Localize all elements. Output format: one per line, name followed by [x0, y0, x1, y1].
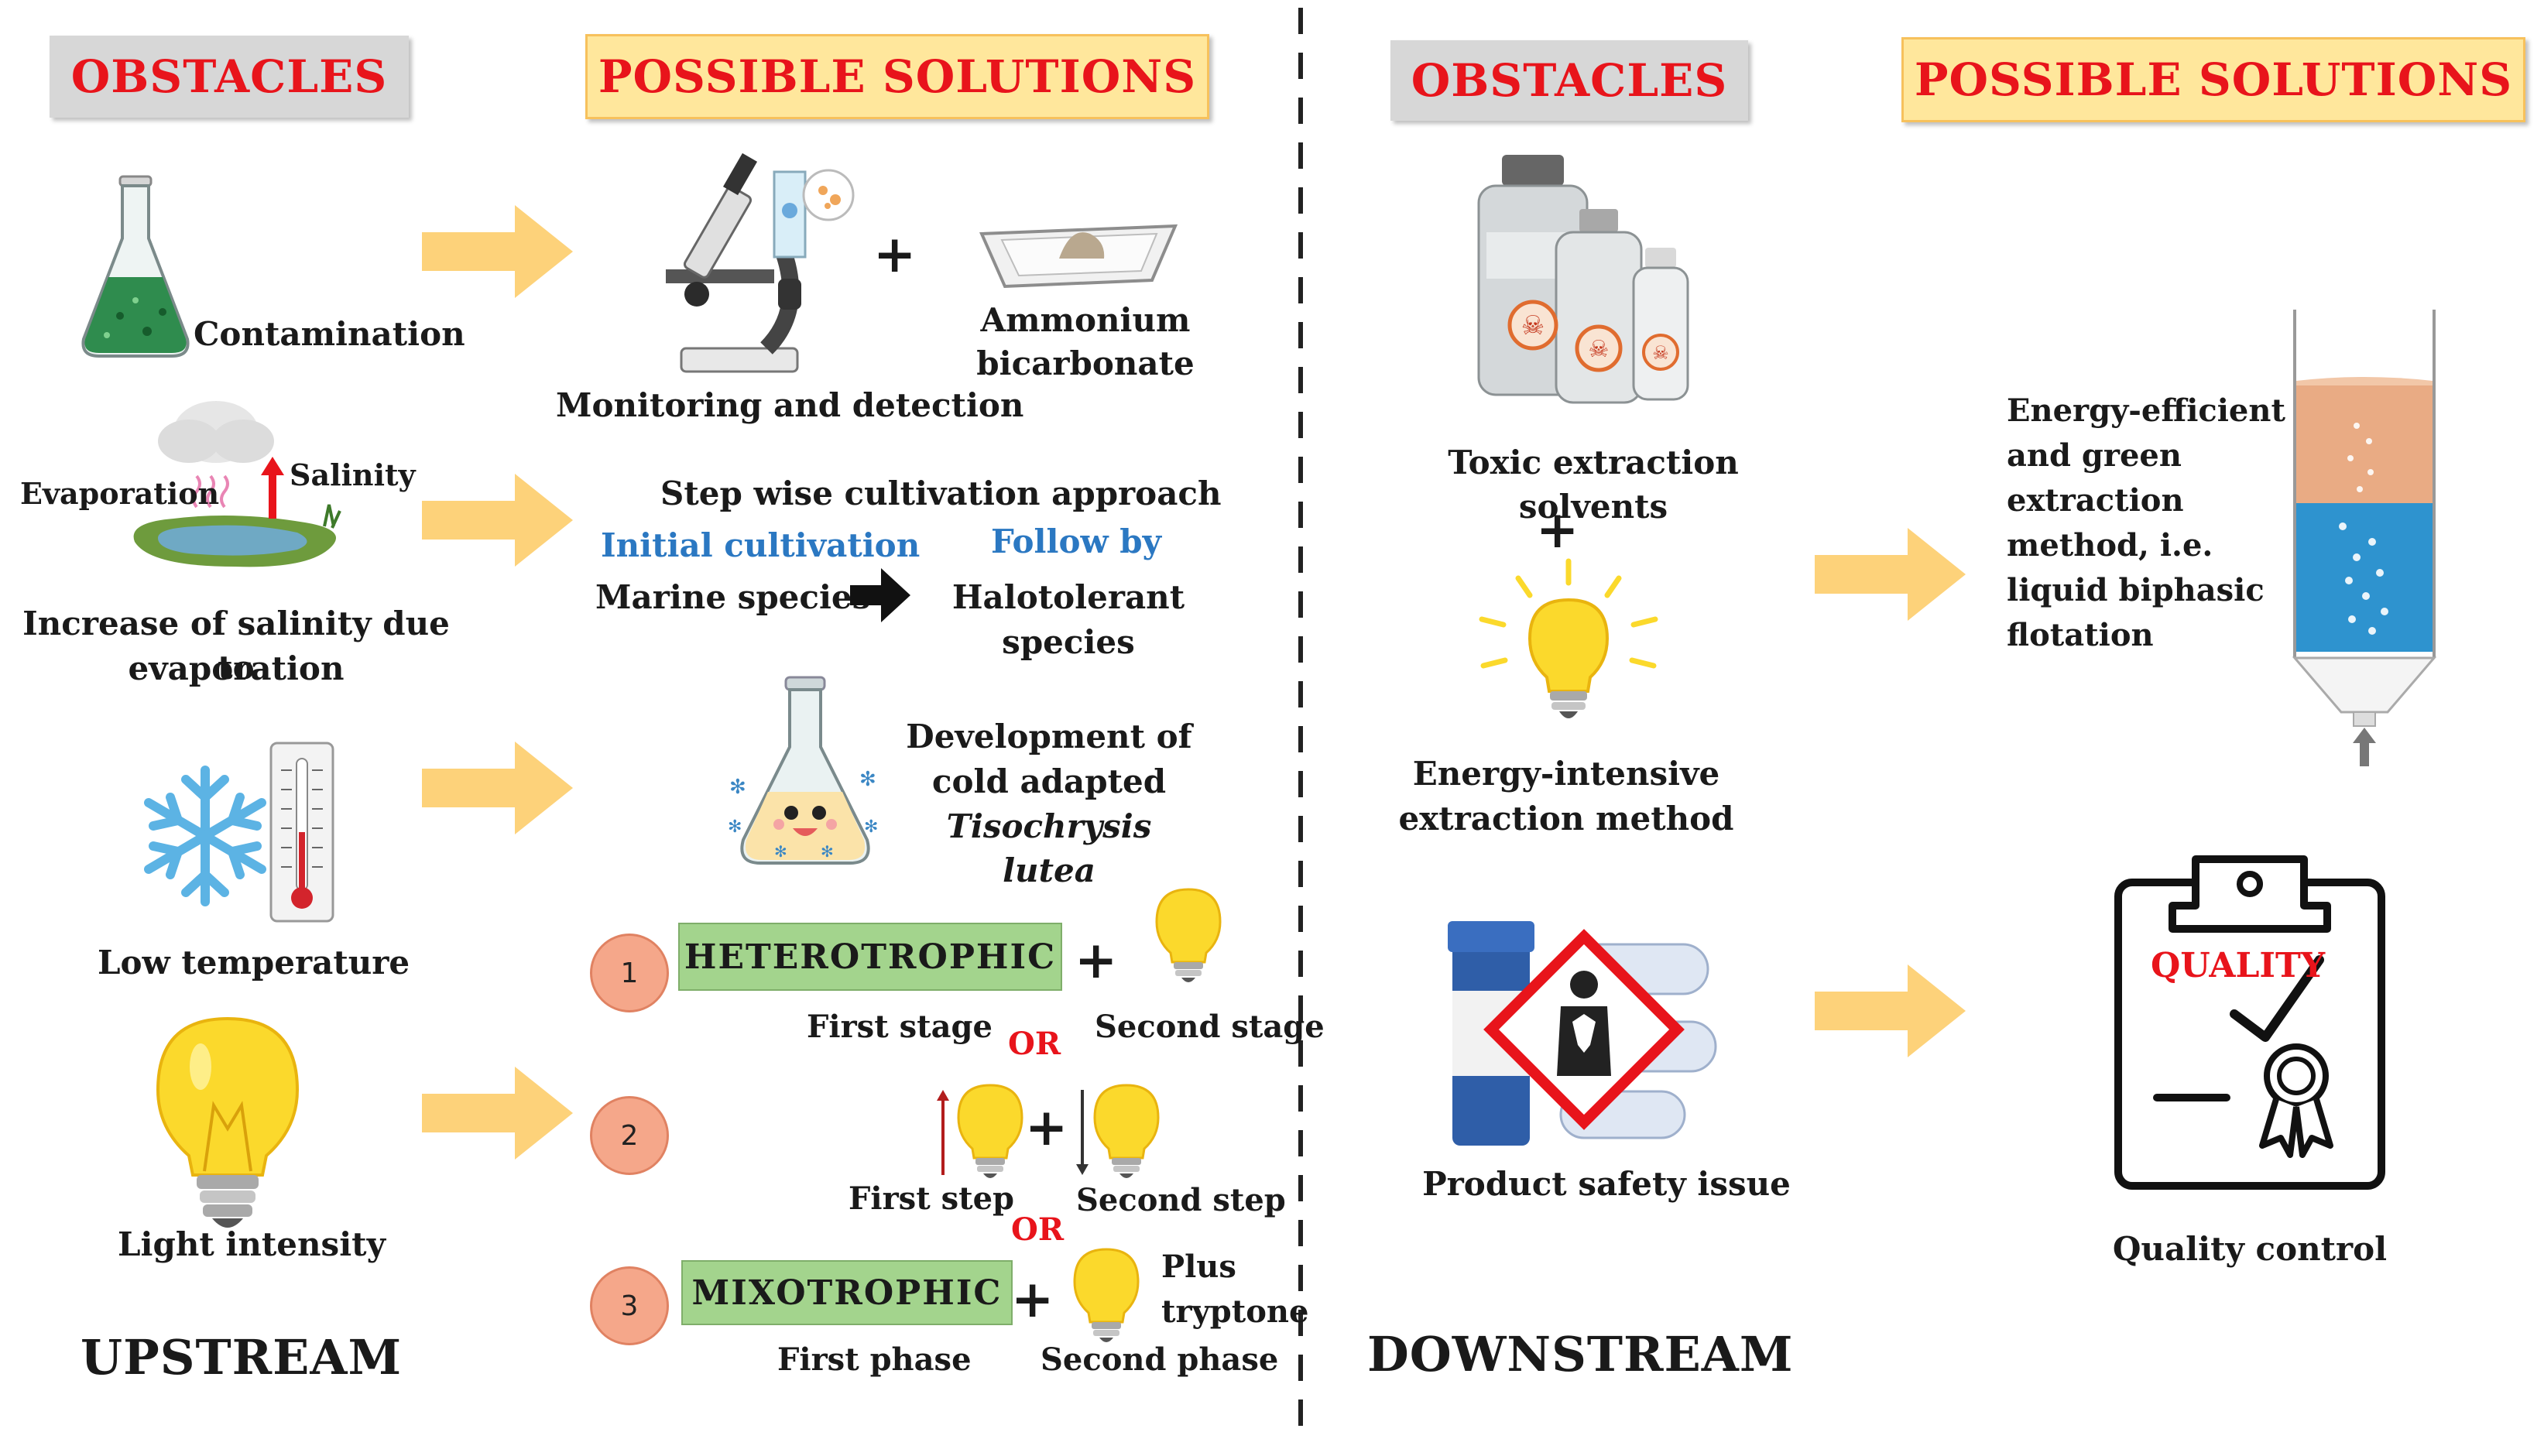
svg-text:✻: ✻	[729, 776, 746, 799]
arrow-icon	[1815, 528, 1966, 621]
medicine-hazard-icon	[1448, 921, 1717, 1146]
halotolerant-label-1: Halotolerant	[951, 578, 1185, 616]
svg-text:☠: ☠	[1521, 310, 1545, 341]
second-phase-label: Second phase	[1041, 1341, 1279, 1378]
pond-evaporation-icon	[133, 401, 341, 567]
salinity-obstacle-line-2: evaporation	[128, 649, 345, 687]
svg-text:☠: ☠	[1589, 336, 1610, 363]
option-number-1: 1	[590, 934, 669, 1012]
small-bulb-icon	[1073, 1248, 1140, 1342]
first-stage-label: First stage	[807, 1009, 993, 1045]
stepwise-title: Step wise cultivation approach	[660, 474, 1222, 512]
glowing-bulb-icon	[1479, 558, 1658, 718]
green-extraction-line-2: and green	[2007, 437, 2182, 474]
green-extraction-line-4: method, i.e.	[2007, 527, 2213, 564]
downstream-section-label: DOWNSTREAM	[1367, 1326, 1794, 1382]
or-label-2: OR	[1011, 1211, 1065, 1248]
quality-control-label: Quality control	[2112, 1230, 2388, 1268]
arrow-icon	[1815, 964, 1966, 1057]
arrow-icon	[422, 742, 573, 834]
plus-tryptone-line-2: tryptone	[1161, 1293, 1309, 1330]
green-extraction-line-1: Energy-efficient	[2007, 392, 2285, 429]
increase-arrow-icon	[937, 1090, 949, 1175]
microscope-icon	[666, 152, 801, 373]
svg-text:✻: ✻	[821, 842, 834, 861]
mixotrophic-box: MIXOTROPHIC	[681, 1260, 1013, 1325]
low-temperature-label: Low temperature	[98, 944, 410, 982]
dish-icon	[979, 224, 1178, 289]
arrow-icon	[422, 474, 573, 567]
cold-adapted-line-1: Development of	[906, 718, 1192, 755]
monitoring-label: Monitoring and detection	[556, 386, 1024, 424]
downstream-solutions-header: POSSIBLE SOLUTIONS	[1901, 37, 2525, 122]
upstream-section-label: UPSTREAM	[81, 1329, 403, 1386]
section-divider	[1298, 8, 1303, 1440]
cold-adapted-line-2: cold adapted	[931, 762, 1167, 800]
energy-intensive-line-1: Energy-intensive	[1412, 755, 1720, 793]
second-step-label: Second step	[1076, 1182, 1286, 1218]
arrow-icon	[422, 205, 573, 298]
plus-sign: +	[1075, 930, 1118, 990]
small-bulb-icon	[1155, 888, 1222, 982]
option-number-2: 2	[590, 1096, 669, 1175]
up-arrow-icon	[261, 457, 284, 519]
svg-text:✻: ✻	[859, 768, 876, 791]
plus-sign: +	[1536, 499, 1579, 560]
marine-species-label: Marine species	[595, 578, 871, 616]
svg-text:✻: ✻	[728, 817, 742, 837]
light-intensity-label: Light intensity	[118, 1225, 386, 1263]
ammonium-label-1: Ammonium	[980, 301, 1191, 339]
green-extraction-line-5: liquid biphasic	[2007, 572, 2265, 608]
arrow-icon	[422, 1067, 573, 1160]
cold-adapted-line-3: Tisochrysis lutea	[946, 807, 1152, 889]
snowflake-icon	[144, 766, 266, 906]
plus-sign: +	[1025, 1097, 1068, 1157]
energy-intensive-line-2: extraction method	[1398, 800, 1734, 838]
plus-sign: +	[1011, 1269, 1054, 1329]
sample-slide-icon	[773, 169, 855, 259]
first-step-label: First step	[849, 1180, 1015, 1217]
salinity-obstacle-line-1: Increase of salinity due to	[22, 605, 450, 687]
solvent-bottles-icon: ☠ ☠ ☠	[1477, 155, 1689, 404]
second-stage-label: Second stage	[1095, 1009, 1325, 1045]
option-number-3: 3	[590, 1266, 669, 1345]
svg-text:✻: ✻	[774, 842, 787, 861]
green-extraction-line-3: extraction	[2007, 482, 2184, 519]
svg-text:☠: ☠	[1652, 342, 1669, 364]
small-bulb-icon	[1093, 1084, 1160, 1178]
or-label-1: OR	[1008, 1026, 1061, 1062]
plus-sign: +	[873, 224, 917, 284]
green-extraction-line-6: flotation	[2007, 617, 2154, 653]
toxic-solvents-label: Toxic extraction solvents	[1448, 444, 1739, 526]
flask-icon	[81, 175, 190, 358]
thermometer-icon	[269, 742, 334, 923]
quality-clipboard-icon	[2114, 855, 2385, 1190]
heterotrophic-box: HETEROTROPHIC	[678, 923, 1062, 991]
contamination-label: Contamination	[194, 315, 465, 353]
decrease-arrow-icon	[1076, 1090, 1089, 1175]
svg-text:✻: ✻	[864, 817, 878, 837]
upstream-solutions-header: POSSIBLE SOLUTIONS	[585, 34, 1209, 119]
salinity-label: Salinity	[290, 457, 416, 492]
plus-tryptone-line-1: Plus	[1161, 1249, 1236, 1285]
product-safety-label: Product safety issue	[1422, 1165, 1791, 1203]
downstream-obstacles-header: OBSTACLES	[1390, 40, 1748, 121]
upstream-obstacles-header: OBSTACLES	[50, 36, 409, 118]
halotolerant-label-2: species	[1002, 623, 1135, 661]
smiling-flask-icon: ✻ ✻ ✻ ✻ ✻ ✻	[728, 676, 878, 865]
large-bulb-icon	[156, 1016, 300, 1228]
flotation-column-icon	[2292, 310, 2437, 766]
ammonium-label-2: bicarbonate	[976, 344, 1195, 382]
small-bulb-icon	[957, 1084, 1023, 1178]
first-phase-label: First phase	[777, 1341, 972, 1378]
initial-cultivation-label: Initial cultivation	[601, 526, 921, 564]
follow-by-label: Follow by	[991, 522, 1162, 560]
quality-stamp-text: QUALITY	[2151, 946, 2326, 985]
black-arrow-icon	[850, 568, 910, 622]
evaporation-label: Evaporation	[20, 476, 220, 511]
